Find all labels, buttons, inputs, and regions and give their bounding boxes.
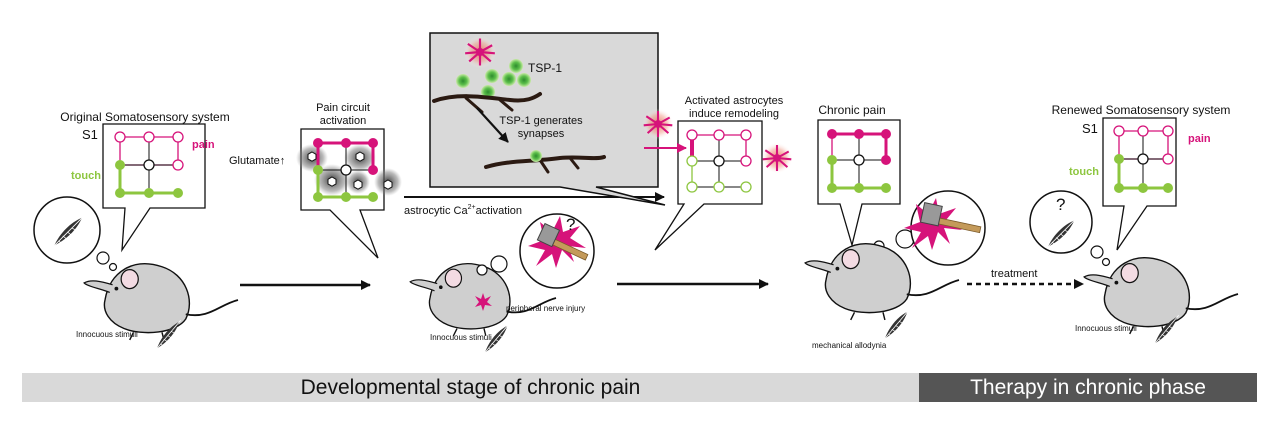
panel5-question-mark: ? xyxy=(1056,195,1065,214)
panel1-s1-label: S1 xyxy=(82,127,98,142)
allodynia-label: mechanical allodynia xyxy=(812,341,887,350)
thought-dot xyxy=(1090,245,1104,259)
tsp1-generates-line1: TSP-1 generates xyxy=(499,115,583,127)
panel5-pain-label: pain xyxy=(1188,133,1211,145)
thought-dot xyxy=(96,251,110,265)
neuron-fiber xyxy=(484,155,606,169)
injury-burst-icon xyxy=(475,293,492,311)
tsp1-label: TSP-1 xyxy=(528,61,562,75)
astrocyte-icon xyxy=(760,141,794,175)
panel3-bubble xyxy=(654,120,763,251)
hammer-icon xyxy=(919,202,982,234)
thought-dot xyxy=(490,255,508,273)
panel1-grid xyxy=(114,131,184,198)
glutamate-label: Glutamate↑ xyxy=(229,155,285,167)
mouse-icon xyxy=(83,262,239,341)
panel3-grid xyxy=(686,129,752,193)
panel1-stimuli-label: Innocuous stimuli xyxy=(76,330,138,339)
stage-bar-developmental: Developmental stage of chronic pain xyxy=(22,373,919,402)
panel5-s1-label: S1 xyxy=(1082,121,1098,136)
thought-dot xyxy=(1101,257,1111,267)
astrocyte-icon xyxy=(641,107,675,141)
panel1-title: Original Somatosensory system xyxy=(60,110,229,124)
panel2-title-line2: activation xyxy=(320,115,366,127)
thought-dot xyxy=(476,264,488,276)
panel5-bubble xyxy=(1102,117,1177,251)
new-synapse xyxy=(530,150,542,162)
panel5-stimuli-label: Innocuous stimuli xyxy=(1075,324,1137,333)
neuron-fiber xyxy=(432,92,542,103)
ca-activation-label: astrocytic Ca2+activation xyxy=(404,204,522,217)
panel2-title-line1: Pain circuit xyxy=(316,102,370,114)
panel5-touch-label: touch xyxy=(1069,166,1099,178)
panel4-grid xyxy=(827,129,891,193)
neuron-branch xyxy=(538,156,580,174)
panel1-touch-label: touch xyxy=(71,170,101,182)
panel2-grid xyxy=(296,138,402,202)
astrocyte-icon xyxy=(462,34,498,70)
panel5-thought-bubble xyxy=(1029,190,1093,254)
treatment-label: treatment xyxy=(991,268,1037,280)
tsp1-molecules xyxy=(456,59,531,99)
thought-dot xyxy=(108,262,118,272)
question-mark: ? xyxy=(566,215,575,234)
hammer-icon xyxy=(536,222,589,261)
stage-bar-therapy: Therapy in chronic phase xyxy=(919,373,1257,402)
tsp1-generates-line2: synapses xyxy=(518,128,565,140)
panel1-pain-label: pain xyxy=(192,139,215,151)
panel3-title-line1: Activated astrocytes xyxy=(685,95,784,107)
mouse-icon xyxy=(1083,256,1239,335)
panel4-title: Chronic pain xyxy=(818,103,885,117)
injury-label: peripheral nerve injury xyxy=(506,304,585,313)
panel5-title: Renewed Somatosensory system xyxy=(1052,103,1231,117)
panel5-grid xyxy=(1113,125,1174,193)
panel3-title-line2: induce remodeling xyxy=(689,108,779,120)
panel2-stimuli-label: Innocuous stimuli xyxy=(430,333,492,342)
tsp1-arrow xyxy=(476,107,509,143)
panel1-bubble xyxy=(102,123,206,253)
